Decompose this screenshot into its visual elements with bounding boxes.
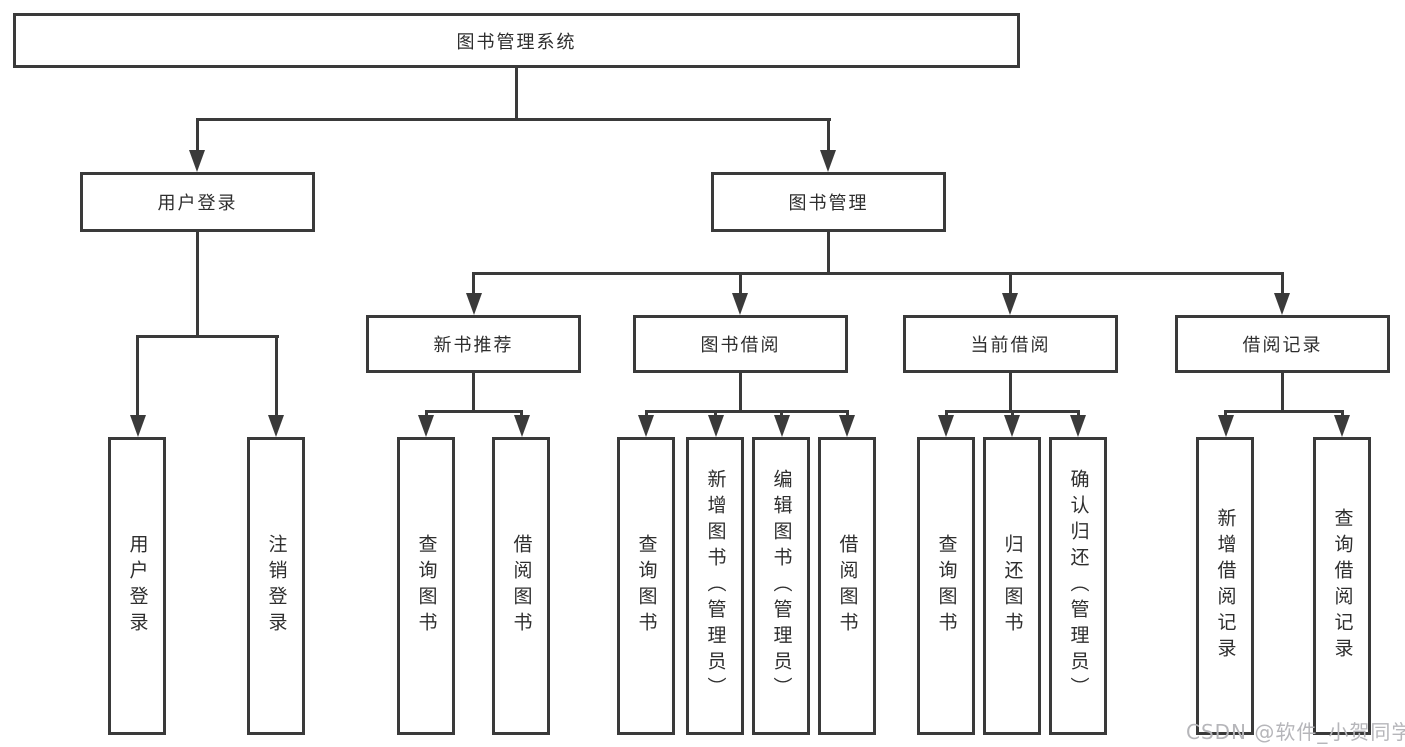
connector-user-login-branch bbox=[136, 335, 279, 338]
connector-current-leaf2 bbox=[1011, 410, 1014, 418]
arrowhead-borrow-leaf4 bbox=[839, 415, 855, 437]
connector-root-branch bbox=[196, 118, 831, 121]
arrowhead-borrow-leaf2 bbox=[708, 415, 724, 437]
connector-current-stem bbox=[1009, 373, 1012, 410]
arrowhead-borrow-leaf3 bbox=[774, 415, 790, 437]
connector-newbook-branch bbox=[425, 410, 523, 413]
connector-borrow-leaf1 bbox=[645, 410, 648, 418]
leaf-user-login: 用户登录 bbox=[108, 437, 166, 735]
arrowhead-current-leaf2 bbox=[1004, 415, 1020, 437]
arrowhead-book-management bbox=[820, 150, 836, 172]
connector-book-mgmt-stem bbox=[827, 232, 830, 272]
leaf-newbook-borrow-book: 借阅图书 bbox=[492, 437, 550, 735]
leaf-borrow-query-book: 查询图书 bbox=[617, 437, 675, 735]
leaf-record-query-borrow-record-label: 查询借阅记录 bbox=[1331, 508, 1354, 664]
connector-current-leaf3 bbox=[1077, 410, 1080, 418]
connector-newbook-leaf2 bbox=[520, 410, 523, 418]
leaf-newbook-query-book: 查询图书 bbox=[397, 437, 455, 735]
connector-user-login-stem bbox=[196, 232, 199, 335]
leaf-borrow-edit-book-admin: 编辑图书（管理员） bbox=[752, 437, 810, 735]
node-borrow-record: 借阅记录 bbox=[1175, 315, 1390, 373]
leaf-current-query-book: 查询图书 bbox=[917, 437, 975, 735]
connector-to-user-login bbox=[196, 118, 199, 152]
leaf-borrow-query-book-label: 查询图书 bbox=[635, 534, 658, 638]
arrowhead-newbook-leaf2 bbox=[514, 415, 530, 437]
csdn-watermark: CSDN @软件_小贺同学 bbox=[1186, 720, 1405, 744]
arrowhead-borrow-leaf1 bbox=[638, 415, 654, 437]
arrowhead-user-login bbox=[189, 150, 205, 172]
leaf-current-return-book-label: 归还图书 bbox=[1001, 534, 1024, 638]
connector-to-new-book bbox=[472, 272, 475, 295]
connector-record-branch bbox=[1224, 410, 1344, 413]
leaf-logout-login-label: 注销登录 bbox=[265, 534, 288, 638]
connector-to-leaf-user-login bbox=[136, 335, 139, 417]
arrowhead-leaf-user-login bbox=[130, 415, 146, 437]
connector-to-borrow-record bbox=[1281, 272, 1284, 295]
node-current-borrow-label: 当前借阅 bbox=[970, 335, 1051, 356]
leaf-record-query-borrow-record: 查询借阅记录 bbox=[1313, 437, 1371, 735]
connector-record-leaf1 bbox=[1224, 410, 1227, 418]
node-root-library-system: 图书管理系统 bbox=[13, 13, 1020, 68]
leaf-current-query-book-label: 查询图书 bbox=[935, 534, 958, 638]
node-book-borrow: 图书借阅 bbox=[633, 315, 848, 373]
arrowhead-borrow-record bbox=[1274, 293, 1290, 315]
node-new-book-recommend-label: 新书推荐 bbox=[433, 335, 514, 356]
leaf-current-confirm-return-admin-label: 确认归还（管理员） bbox=[1067, 469, 1090, 703]
leaf-borrow-edit-book-admin-label: 编辑图书（管理员） bbox=[770, 469, 793, 703]
connector-newbook-stem bbox=[472, 373, 475, 410]
arrowhead-record-leaf1 bbox=[1218, 415, 1234, 437]
leaf-current-confirm-return-admin: 确认归还（管理员） bbox=[1049, 437, 1107, 735]
arrowhead-new-book bbox=[466, 293, 482, 315]
connector-to-leaf-logout bbox=[275, 335, 278, 417]
arrowhead-book-borrow bbox=[732, 293, 748, 315]
node-user-login: 用户登录 bbox=[80, 172, 315, 232]
connector-borrow-stem bbox=[739, 373, 742, 410]
leaf-user-login-label: 用户登录 bbox=[126, 534, 149, 638]
leaf-borrow-add-book-admin-label: 新增图书（管理员） bbox=[704, 469, 727, 703]
connector-to-book-management bbox=[827, 118, 830, 152]
arrowhead-newbook-leaf1 bbox=[418, 415, 434, 437]
connector-book-mgmt-branch bbox=[472, 272, 1284, 275]
connector-record-leaf2 bbox=[1341, 410, 1344, 418]
leaf-newbook-query-book-label: 查询图书 bbox=[415, 534, 438, 638]
node-new-book-recommend: 新书推荐 bbox=[366, 315, 581, 373]
connector-current-leaf1 bbox=[945, 410, 948, 418]
arrowhead-record-leaf2 bbox=[1334, 415, 1350, 437]
leaf-logout-login: 注销登录 bbox=[247, 437, 305, 735]
leaf-record-add-borrow-record: 新增借阅记录 bbox=[1196, 437, 1254, 735]
leaf-borrow-borrow-book-label: 借阅图书 bbox=[836, 534, 859, 638]
node-root-label: 图书管理系统 bbox=[456, 31, 577, 53]
leaf-record-add-borrow-record-label: 新增借阅记录 bbox=[1214, 508, 1237, 664]
leaf-current-return-book: 归还图书 bbox=[983, 437, 1041, 735]
arrowhead-current-borrow bbox=[1002, 293, 1018, 315]
connector-root-stem bbox=[515, 68, 518, 118]
leaf-borrow-borrow-book: 借阅图书 bbox=[818, 437, 876, 735]
connector-to-current-borrow bbox=[1009, 272, 1012, 295]
arrowhead-leaf-logout bbox=[268, 415, 284, 437]
connector-borrow-leaf4 bbox=[846, 410, 849, 418]
connector-newbook-leaf1 bbox=[425, 410, 428, 418]
node-book-borrow-label: 图书借阅 bbox=[700, 335, 781, 356]
node-user-login-label: 用户登录 bbox=[157, 193, 238, 214]
arrowhead-current-leaf1 bbox=[938, 415, 954, 437]
node-book-management-label: 图书管理 bbox=[788, 193, 869, 214]
leaf-borrow-add-book-admin: 新增图书（管理员） bbox=[686, 437, 744, 735]
connector-to-book-borrow bbox=[739, 272, 742, 295]
connector-record-stem bbox=[1281, 373, 1284, 410]
arrowhead-current-leaf3 bbox=[1070, 415, 1086, 437]
connector-borrow-leaf3 bbox=[780, 410, 783, 418]
node-current-borrow: 当前借阅 bbox=[903, 315, 1118, 373]
connector-borrow-branch bbox=[645, 410, 848, 413]
connector-borrow-leaf2 bbox=[714, 410, 717, 418]
leaf-newbook-borrow-book-label: 借阅图书 bbox=[510, 534, 533, 638]
node-borrow-record-label: 借阅记录 bbox=[1242, 335, 1323, 356]
node-book-management: 图书管理 bbox=[711, 172, 946, 232]
